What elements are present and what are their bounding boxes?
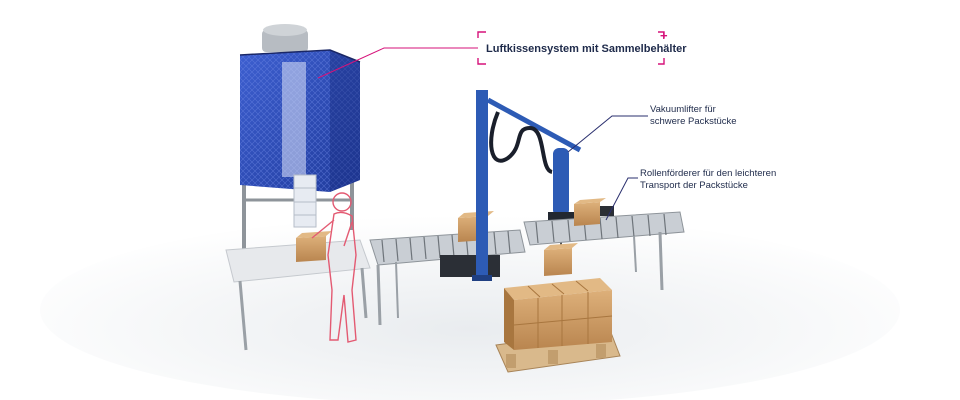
worker-figure [311,192,357,343]
callout-brackets [477,31,665,65]
callout-roller-line1: Rollenförderer für den leichteren [640,168,777,179]
box-on-right-conveyor [574,198,606,226]
callout-vacuum-line2: schwere Packstücke [650,116,737,127]
roller-conveyor-right [523,206,685,291]
callout-vacuum-line1: Vakuumlifter für [650,104,716,115]
callout-roller-line2: Transport der Packstücke [640,180,748,191]
callout-vacuum-lifter: Vakuumlifter für schwere Packstücke [650,104,737,128]
pallet-with-boxes [495,278,621,373]
callout-air-cushion-label[interactable]: Luftkissensystem mit Sammelbehälter [486,43,687,55]
callout-roller-conveyor: Rollenförderer für den leichteren Transp… [640,168,776,192]
box-on-table [296,231,332,262]
plus-icon[interactable]: + [660,28,668,43]
air-cushion-system [239,24,361,262]
callout-lines [317,47,648,221]
lifted-box [544,243,578,276]
